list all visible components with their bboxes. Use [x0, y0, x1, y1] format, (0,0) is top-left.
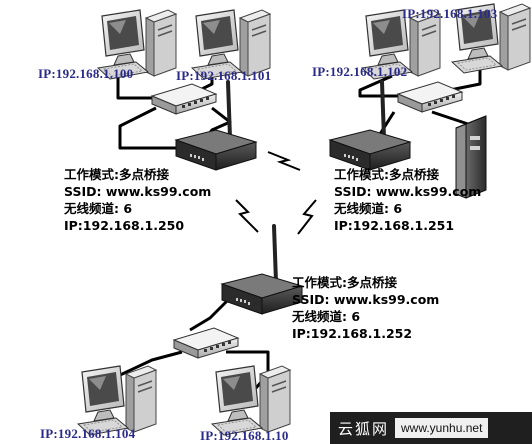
ap-mode: 工作模式:多点桥接: [64, 167, 169, 182]
pc-ip-label: IP:192.168.1.100: [38, 66, 134, 81]
ap-config-bottom: 工作模式:多点桥接 SSID: www.ks99.com 无线频道: 6 IP:…: [292, 274, 439, 342]
ap-config-left: 工作模式:多点桥接 SSID: www.ks99.com 无线频道: 6 IP:…: [64, 166, 211, 234]
ap-ssid: SSID: www.ks99.com: [292, 292, 440, 307]
network-switch-icon: [151, 83, 217, 115]
watermark-brand: 云狐网: [338, 419, 390, 438]
ap-channel: 无线频道: 6: [64, 201, 133, 216]
ap-mode: 工作模式:多点桥接: [292, 275, 397, 290]
pc-ip-label: IP:192.168.1.102: [312, 64, 408, 79]
watermark-url: www.yunhu.net: [395, 418, 489, 438]
ap-ssid: SSID: www.ks99.com: [334, 184, 482, 199]
wireless-ap-icon: [220, 224, 304, 316]
ap-ip: IP:192.168.1.250: [64, 218, 185, 233]
pc-ip-label: IP:192.168.1.104: [40, 426, 136, 441]
ap-ip: IP:192.168.1.252: [292, 326, 413, 341]
watermark: 云狐网 www.yunhu.net: [330, 412, 532, 444]
ap-mode: 工作模式:多点桥接: [334, 167, 439, 182]
pc-ip-label: IP:192.168.1.103: [402, 6, 498, 21]
ethernet-cables: [116, 70, 482, 389]
ap-ip: IP:192.168.1.251: [334, 218, 455, 233]
wireless-link-icons: [235, 151, 317, 235]
pc-ip-label: IP:192.168.1.101: [176, 68, 272, 83]
ap-ssid: SSID: www.ks99.com: [64, 184, 212, 199]
ap-channel: 无线频道: 6: [292, 309, 361, 324]
computer-icon: [211, 365, 291, 436]
computer-icon: [77, 365, 157, 436]
ap-config-right: 工作模式:多点桥接 SSID: www.ks99.com 无线频道: 6 IP:…: [334, 166, 481, 234]
pc-ip-label: IP:192.168.1.10: [200, 428, 289, 443]
server-icon: [455, 115, 487, 199]
network-switch-icon: [397, 81, 463, 113]
ap-channel: 无线频道: 6: [334, 201, 403, 216]
